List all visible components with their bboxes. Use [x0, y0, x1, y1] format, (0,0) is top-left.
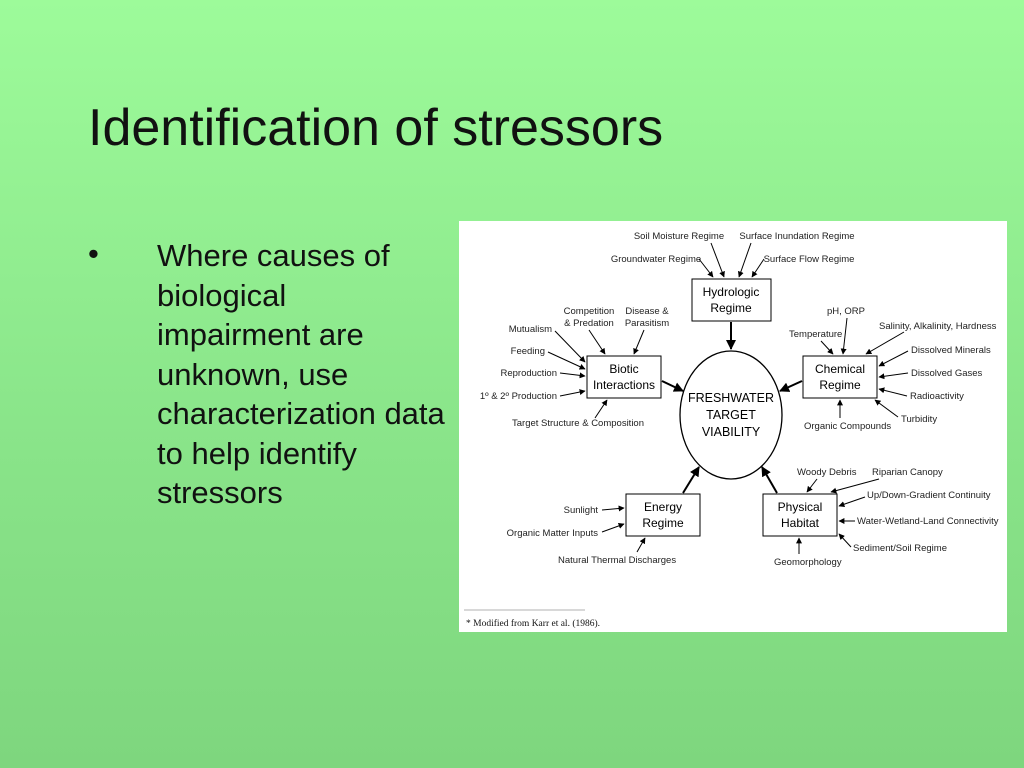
arrow-disease	[633, 329, 645, 355]
arrow-sunlight	[601, 505, 625, 512]
factor-woody-debris: Woody Debris	[797, 467, 857, 478]
factor-production: 1º & 2º Production	[480, 391, 557, 402]
factor-target-structure: Target Structure & Composition	[512, 418, 644, 429]
arrow-competition	[588, 329, 606, 355]
factor-soil-moisture: Soil Moisture Regime	[634, 231, 724, 242]
diagram-canvas: FRESHWATER TARGET VIABILITY Hydrologic R…	[464, 231, 999, 629]
chemical-to-center-arrow	[779, 380, 803, 392]
hydrologic-label-1: Hydrologic	[703, 285, 760, 299]
arrow-woody-debris	[806, 478, 818, 493]
factor-surface-inundation: Surface Inundation Regime	[739, 231, 854, 242]
factor-turbidity: Turbidity	[901, 414, 937, 425]
bullet-text: Where causes of biological impairment ar…	[157, 238, 445, 510]
chemical-label-2: Regime	[819, 378, 861, 392]
arrow-soil-moisture	[710, 242, 725, 278]
biotic-label-1: Biotic	[609, 362, 638, 376]
factor-groundwater: Groundwater Regime	[611, 254, 701, 265]
energy-box	[625, 493, 701, 537]
center-ellipse	[679, 350, 783, 480]
biotic-label-2: Interactions	[593, 378, 655, 392]
arrow-turbidity	[874, 399, 899, 418]
biotic-box	[586, 355, 662, 399]
energy-to-center-arrow	[682, 466, 700, 494]
factor-ph: pH, ORP	[827, 306, 865, 317]
arrow-ph	[840, 317, 848, 355]
factor-dissolved-minerals: Dissolved Minerals	[911, 345, 991, 356]
arrow-radioactivity	[878, 387, 908, 397]
arrow-feeding	[547, 351, 586, 370]
energy-label-2: Regime	[642, 516, 684, 530]
arrow-temperature	[820, 340, 834, 355]
arrow-surface-inundation	[737, 242, 752, 278]
arrow-sediment-soil	[838, 533, 852, 548]
factor-sediment-soil: Sediment/Soil Regime	[853, 543, 947, 554]
chemical-label-1: Chemical	[815, 362, 865, 376]
factor-temperature: Temperature	[789, 329, 842, 340]
center-label-3: VIABILITY	[702, 425, 761, 439]
arrow-gradient-continuity	[838, 496, 866, 508]
factor-mutualism: Mutualism	[509, 324, 552, 335]
physical-label-1: Physical	[778, 500, 823, 514]
factor-riparian-canopy: Riparian Canopy	[872, 467, 943, 478]
arrow-reproduction	[559, 372, 586, 379]
stressor-diagram: FRESHWATER TARGET VIABILITY Hydrologic R…	[459, 221, 1007, 632]
arrow-dissolved-minerals	[878, 350, 909, 367]
physical-label-2: Habitat	[781, 516, 820, 530]
bullet-marker: •	[88, 236, 99, 271]
factor-feeding: Feeding	[511, 346, 545, 357]
center-label-2: TARGET	[706, 408, 756, 422]
hydrologic-label-2: Regime	[710, 301, 752, 315]
factor-competition-1: Competition	[564, 306, 615, 317]
factor-disease-2: Parasitism	[625, 318, 669, 329]
physical-box	[762, 493, 838, 537]
arrow-groundwater	[698, 258, 714, 278]
chemical-box	[802, 355, 878, 399]
arrow-salinity	[865, 331, 905, 355]
arrow-riparian-canopy	[830, 478, 880, 494]
factor-radioactivity: Radioactivity	[910, 391, 964, 402]
center-label-1: FRESHWATER	[688, 391, 774, 405]
arrow-dissolved-gases	[878, 372, 909, 380]
factor-connectivity: Water-Wetland-Land Connectivity	[857, 516, 999, 527]
hydrologic-box	[691, 278, 772, 322]
factor-geomorphology: Geomorphology	[774, 557, 842, 568]
factor-competition-2: & Predation	[564, 318, 614, 329]
factor-surface-flow: Surface Flow Regime	[764, 254, 855, 265]
factor-reproduction: Reproduction	[500, 368, 557, 379]
factor-dissolved-gases: Dissolved Gases	[911, 368, 983, 379]
arrow-thermal-discharges	[636, 537, 646, 553]
physical-to-center-arrow	[761, 466, 778, 494]
arrow-organic-matter	[601, 523, 625, 533]
arrow-mutualism	[554, 330, 586, 363]
slide-title: Identification of stressors	[88, 99, 664, 157]
footnote: * Modified from Karr et al. (1986).	[466, 618, 600, 629]
factor-sunlight: Sunlight	[564, 505, 599, 516]
energy-label-1: Energy	[644, 500, 682, 514]
arrow-production	[559, 389, 586, 397]
factor-thermal-discharges: Natural Thermal Discharges	[558, 555, 676, 566]
factor-salinity: Salinity, Alkalinity, Hardness	[879, 321, 997, 332]
factor-disease-1: Disease &	[625, 306, 669, 317]
biotic-to-center-arrow	[661, 380, 684, 392]
factor-gradient-continuity: Up/Down-Gradient Continuity	[867, 490, 991, 501]
arrow-surface-flow	[751, 258, 765, 278]
arrow-target-structure	[594, 399, 608, 419]
factor-organic-matter: Organic Matter Inputs	[507, 528, 599, 539]
factor-organic-compounds: Organic Compounds	[804, 421, 891, 432]
